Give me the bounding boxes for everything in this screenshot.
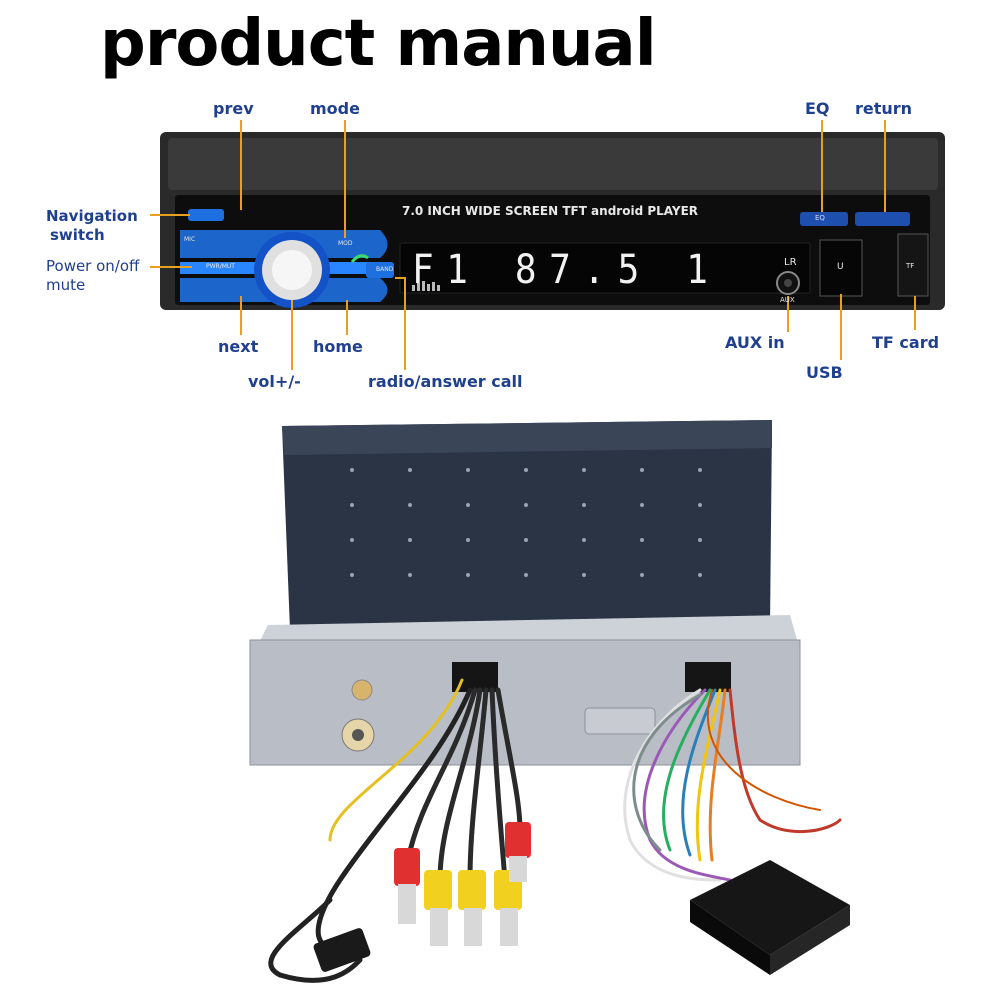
band-button	[366, 262, 394, 278]
callout-power-line2: mute	[46, 276, 86, 294]
mic-label: MIC	[184, 236, 196, 243]
nav-switch-button	[188, 209, 224, 221]
callout-home: home	[313, 337, 363, 356]
usb-slot-label: U	[837, 262, 844, 272]
rca-red-left	[394, 848, 420, 886]
pwr-mut-label: PWR/MUT	[206, 263, 235, 270]
callout-prev: prev	[213, 99, 254, 118]
callout-power-line1: Power on/off	[46, 257, 140, 275]
callout-navigation-line1: Navigation	[46, 207, 138, 225]
front-panel-top	[168, 138, 938, 190]
callout-next: next	[218, 337, 259, 356]
rca-red-right	[505, 822, 531, 858]
callout-usb: USB	[806, 363, 843, 382]
eq-button-label: EQ	[815, 214, 825, 222]
callout-aux-in: AUX in	[725, 333, 785, 352]
call-icon	[350, 254, 369, 263]
callout-return: return	[855, 99, 913, 118]
tf-slot-label: TF	[906, 262, 915, 270]
screen-label: 7.0 INCH WIDE SCREEN TFT android PLAYER	[402, 204, 699, 218]
tf-slot	[897, 233, 929, 297]
callout-mode: mode	[310, 99, 360, 118]
eq-button	[800, 212, 848, 226]
leader-lines	[150, 120, 916, 370]
folded-screen	[282, 420, 772, 630]
rca-yellow-1	[424, 870, 452, 910]
front-panel	[160, 132, 945, 310]
return-button	[855, 212, 910, 226]
page-title: product manual	[100, 7, 657, 81]
lr-label: LR	[784, 257, 797, 268]
callout-eq: EQ	[805, 99, 830, 118]
usb-plug	[313, 928, 371, 972]
lcd-display: F1 87.5 1	[412, 247, 721, 293]
lcd-window	[399, 242, 811, 294]
rca-yellow-2	[458, 870, 486, 910]
callout-tf-card: TF card	[872, 333, 940, 352]
band-label: BAND	[376, 266, 394, 273]
usb-slot	[819, 239, 863, 297]
rca-cables	[268, 678, 523, 983]
callout-vol: vol+/-	[248, 372, 301, 391]
head-unit-rear	[249, 420, 801, 766]
aux-label: AUX	[780, 296, 795, 304]
volume-knob-center	[272, 250, 312, 290]
callout-navigation-line2: switch	[50, 226, 105, 244]
mod-label: MOD	[338, 240, 353, 247]
iso-harness	[623, 688, 842, 882]
screen-dots	[350, 468, 702, 577]
iso-connector	[690, 860, 850, 975]
rca-plugs	[313, 822, 531, 972]
antenna-jack	[351, 679, 373, 701]
connector-right	[685, 662, 731, 692]
callout-radio: radio/answer call	[368, 372, 523, 391]
